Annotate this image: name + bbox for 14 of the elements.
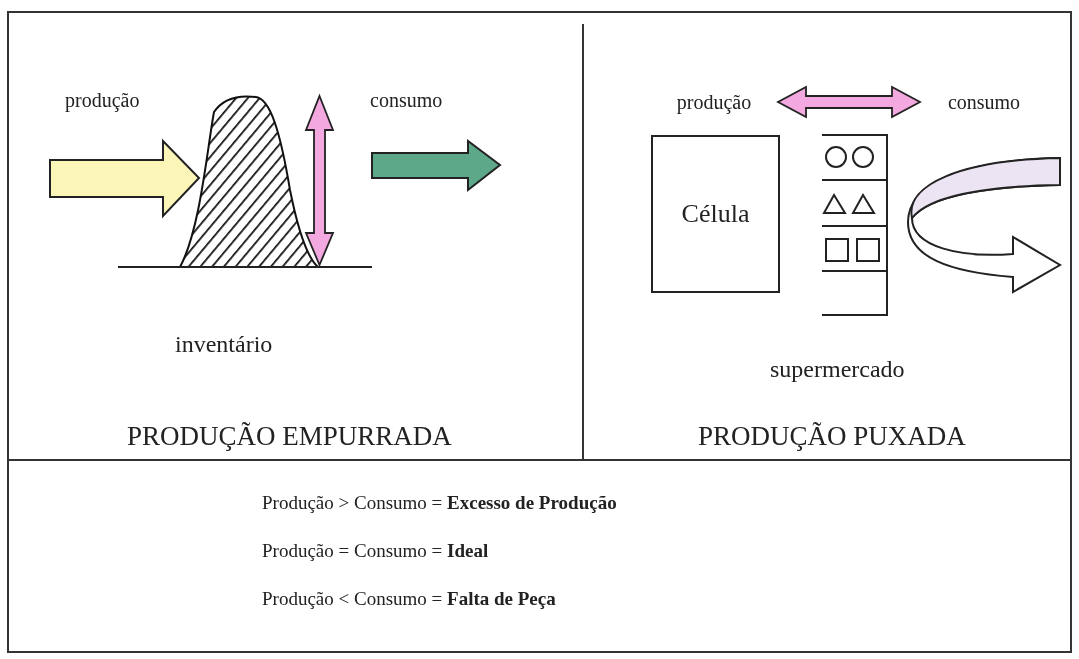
node-label: Célula bbox=[681, 199, 750, 229]
panel-title: PRODUÇÃO EMPURRADA bbox=[127, 420, 452, 453]
node-label: consumo bbox=[947, 90, 1021, 114]
double-arrow bbox=[776, 85, 922, 119]
formula-text: Produção = Consumo = Ideal bbox=[262, 540, 489, 563]
flow-label: consumo bbox=[370, 88, 443, 112]
panel-title: PRODUÇÃO PUXADA bbox=[698, 420, 966, 453]
process-box bbox=[651, 135, 780, 293]
flow-label: produção bbox=[65, 88, 140, 112]
caption: inventário bbox=[175, 330, 273, 359]
caption: supermercado bbox=[770, 355, 905, 384]
formula-text: Produção < Consumo = Falta de Peça bbox=[262, 588, 556, 611]
formula-text: Produção > Consumo = Excesso de Produção bbox=[262, 492, 617, 515]
node-label: produção bbox=[676, 90, 752, 114]
